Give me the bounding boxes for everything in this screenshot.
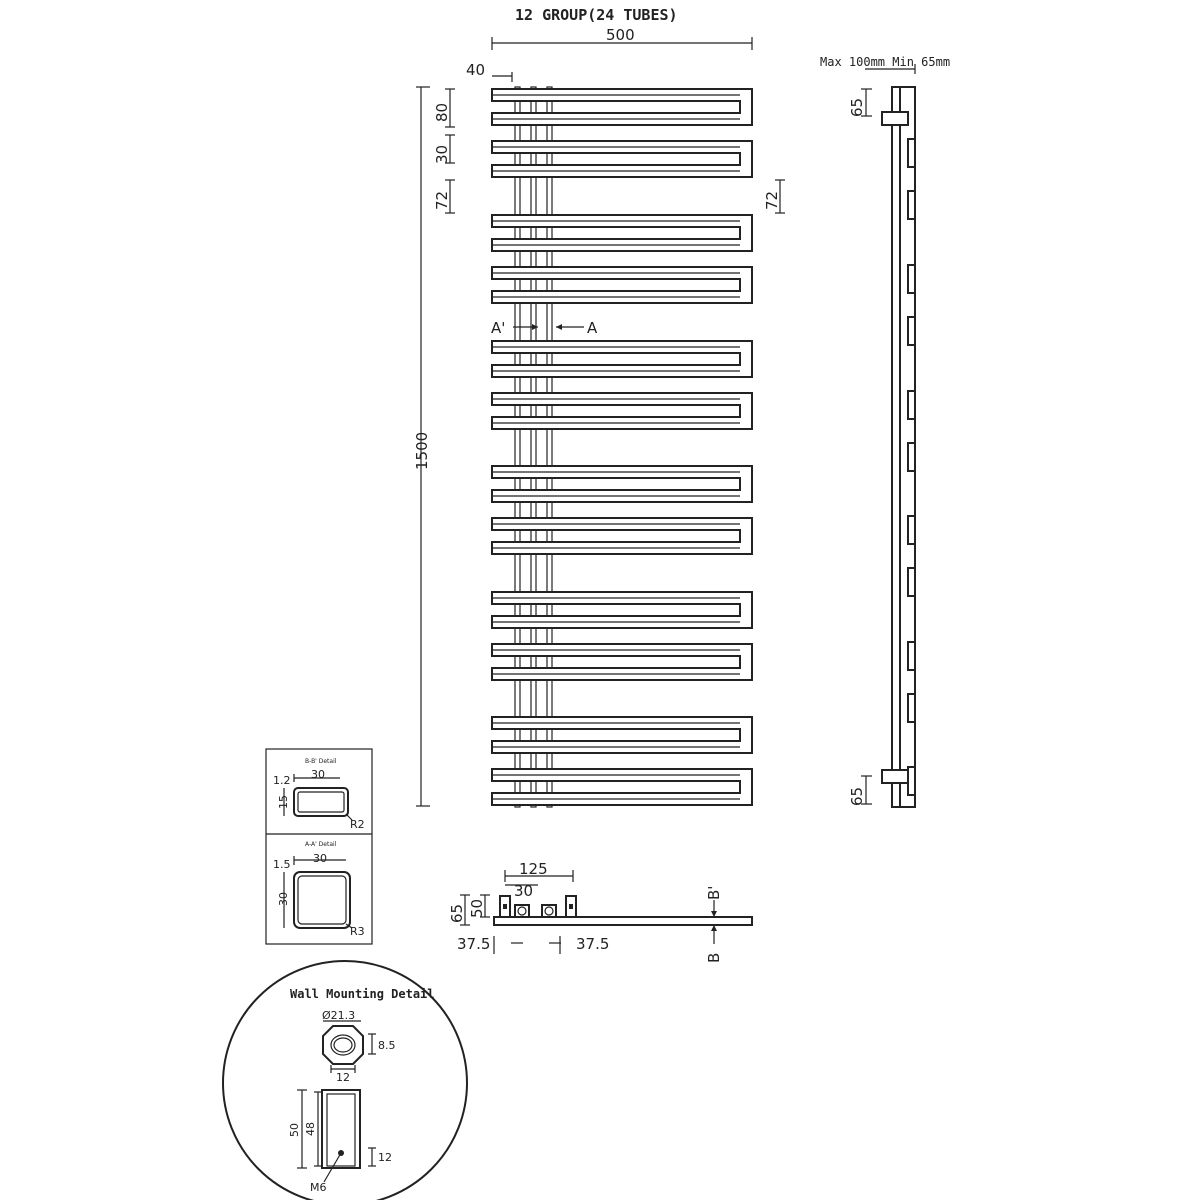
vertical-headers xyxy=(514,86,553,808)
bottom-pipe-label: 30 xyxy=(514,882,533,900)
bb-radius-label: R2 xyxy=(350,818,365,831)
tube-group xyxy=(491,643,753,681)
bottom-left-offset-label: 37.5 xyxy=(457,935,490,953)
section-a-prime-label: A' xyxy=(491,319,505,337)
section-details-box: B-B' Detail 1.2 30 15 R2 A-A' Detail 1.5… xyxy=(265,748,373,945)
tube-group xyxy=(491,214,753,252)
tube-gap-label: 30 xyxy=(433,145,451,164)
aa-detail: A-A' Detail 1.5 30 30 R3 xyxy=(273,841,365,938)
tube-group xyxy=(491,392,753,430)
front-view-title: 12 GROUP(24 TUBES) xyxy=(515,6,678,24)
side-view: Max 100mm Min 65mm 65 65 xyxy=(820,55,950,808)
wall-mount-nut-width-label: 12 xyxy=(336,1071,350,1084)
side-tube-end xyxy=(907,190,916,220)
bb-width-label: 30 xyxy=(311,768,325,781)
tube-group xyxy=(491,340,753,378)
left-detail-dimensions: 80 30 72 xyxy=(433,88,455,214)
bb-height-label: 15 xyxy=(277,795,290,809)
width-dimension: 500 xyxy=(491,26,753,50)
bottom-center-label: 125 xyxy=(519,860,548,878)
wall-mount-screw-offset-label: 12 xyxy=(378,1151,392,1164)
aa-width-label: 30 xyxy=(313,852,327,865)
side-tube-end xyxy=(907,138,916,168)
tube-groups xyxy=(491,88,753,806)
height-label: 1500 xyxy=(413,432,431,470)
tube-group xyxy=(491,591,753,629)
side-tube-end xyxy=(907,264,916,294)
section-b-prime-label: B' xyxy=(705,886,723,900)
side-tube-end xyxy=(907,442,916,472)
aa-radius-label: R3 xyxy=(350,925,365,938)
wall-mount-screw-label: M6 xyxy=(310,1181,327,1194)
right-group-gap-dimension: 72 xyxy=(763,179,785,214)
height-dimension: 1500 xyxy=(413,86,431,807)
side-tube-end xyxy=(907,641,916,671)
hex-nut-icon xyxy=(322,1025,364,1065)
section-a-marker: A' A xyxy=(491,319,598,337)
wall-mount-title: Wall Mounting Detail xyxy=(290,987,435,1001)
aa-detail-title: A-A' Detail xyxy=(305,841,337,848)
side-tube-end xyxy=(907,693,916,723)
side-view-title: Max 100mm Min 65mm xyxy=(820,55,950,69)
width-label: 500 xyxy=(606,26,635,44)
top-gap-label: 80 xyxy=(433,103,451,122)
wall-mounting-detail: Wall Mounting Detail Ø21.3 8.5 12 50 48 … xyxy=(222,960,468,1200)
tube-group xyxy=(491,266,753,304)
aa-height-label: 30 xyxy=(277,892,290,906)
side-tube-end xyxy=(907,515,916,545)
offset-dimension: 40 xyxy=(466,61,513,82)
aa-wall-label: 1.5 xyxy=(273,858,291,871)
bb-detail-title: B-B' Detail xyxy=(305,758,337,765)
side-tube-end xyxy=(907,316,916,346)
tube-group xyxy=(491,140,753,178)
side-tube-end xyxy=(907,390,916,420)
side-tube-end xyxy=(907,766,916,796)
bottom-bracket-label: 50 xyxy=(468,899,486,918)
side-top-dim-label: 65 xyxy=(848,98,866,117)
group-gap-right-label: 72 xyxy=(763,191,781,210)
group-gap-left-label: 72 xyxy=(433,191,451,210)
bottom-view: 125 30 65 50 37.5 37.5 B' B xyxy=(448,860,753,963)
bb-detail: B-B' Detail 1.2 30 15 R2 xyxy=(273,758,365,831)
bb-wall-label: 1.2 xyxy=(273,774,291,787)
section-b-label: B xyxy=(705,953,723,963)
tube-group xyxy=(491,465,753,503)
wall-mount-thickness-label: 8.5 xyxy=(378,1039,396,1052)
tube-group xyxy=(491,716,753,754)
wall-mount-inner-height-label: 48 xyxy=(304,1122,317,1136)
tube-group xyxy=(491,768,753,806)
bottom-right-offset-label: 37.5 xyxy=(576,935,609,953)
side-tube-ends xyxy=(907,138,916,796)
wall-mount-diameter-label: Ø21.3 xyxy=(322,1009,355,1022)
wall-mount-outer-height-label: 50 xyxy=(288,1123,301,1137)
front-view: 12 GROUP(24 TUBES) 500 40 1500 80 xyxy=(413,6,785,808)
side-tube-end xyxy=(907,567,916,597)
bottom-depth-label: 65 xyxy=(448,904,466,923)
tube-group xyxy=(491,88,753,126)
section-a-label: A xyxy=(587,319,598,337)
tube-group xyxy=(491,517,753,555)
offset-label: 40 xyxy=(466,61,485,79)
side-bottom-dim-label: 65 xyxy=(848,787,866,806)
